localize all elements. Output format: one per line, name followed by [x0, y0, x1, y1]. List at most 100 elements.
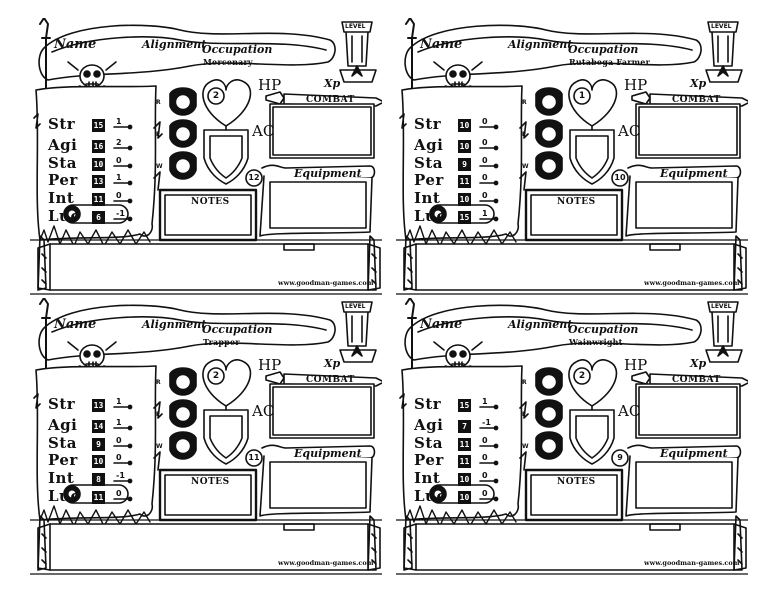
stat-label: Int	[414, 469, 441, 487]
stat-modifier: 1	[482, 209, 488, 218]
notes-label: NOTES	[191, 477, 230, 487]
save-label: R	[522, 99, 527, 106]
stat-modifier: 0	[482, 453, 488, 462]
stat-score: 16	[92, 140, 105, 153]
save-value: 0	[179, 128, 187, 138]
combat-label: COMBAT	[672, 375, 721, 385]
save-value: 0	[545, 440, 553, 450]
stat-label: Luc	[414, 207, 447, 225]
website-text: www.goodman-games.com	[278, 559, 374, 567]
stat-modifier: 1	[116, 117, 122, 126]
save-value: 0	[545, 408, 553, 418]
save-value: 0	[179, 408, 187, 418]
stat-label: Sta	[48, 434, 77, 452]
hp-value: 1	[578, 91, 586, 101]
stat-modifier: 0	[116, 453, 122, 462]
save-label: W	[156, 163, 163, 170]
stat-label: Agi	[414, 416, 444, 434]
stat-modifier: 0	[482, 489, 488, 498]
stat-label: Agi	[48, 136, 78, 154]
combat-label: COMBAT	[306, 95, 355, 105]
name-label: Name	[54, 37, 97, 52]
stat-modifier: -1	[116, 471, 125, 480]
hp-label: HP	[624, 356, 648, 374]
stat-score: 7	[458, 420, 471, 433]
stat-label: Per	[48, 171, 78, 189]
stat-modifier: 0	[482, 156, 488, 165]
stat-label: Str	[48, 395, 76, 413]
stat-score: 9	[92, 438, 105, 451]
sheet-artwork	[30, 298, 382, 575]
level-label: LEVEL	[711, 303, 732, 310]
stat-modifier: 0	[482, 191, 488, 200]
occupation-value: Rutabega Farmer	[569, 57, 650, 67]
save-value: 2	[179, 96, 187, 106]
website-text: www.goodman-games.com	[278, 279, 374, 287]
stat-label: Sta	[414, 154, 443, 172]
save-label: W	[522, 163, 529, 170]
stat-score: 13	[92, 399, 105, 412]
stat-score: 10	[458, 473, 471, 486]
xp-label: Xp	[324, 357, 341, 370]
stat-label: Agi	[414, 136, 444, 154]
stat-score: 15	[458, 211, 471, 224]
speed-value: 9	[617, 453, 623, 462]
stat-modifier: -1	[116, 209, 125, 218]
hp-value: 2	[578, 371, 586, 381]
stat-label: Sta	[48, 154, 77, 172]
occupation-value: Trapper	[203, 337, 240, 347]
stat-modifier: 0	[482, 471, 488, 480]
stat-score: 13	[92, 175, 105, 188]
occupation-label: Occupation	[202, 43, 273, 56]
stat-modifier: 0	[482, 138, 488, 147]
stat-modifier: 0	[482, 173, 488, 182]
save-label: W	[522, 443, 529, 450]
stat-modifier: 1	[482, 397, 488, 406]
hp-label: HP	[624, 76, 648, 94]
equipment-label: Equipment	[660, 447, 728, 460]
equipment-label: Equipment	[294, 167, 362, 180]
save-label: F	[522, 411, 527, 418]
alignment-label: Alignment	[142, 38, 207, 51]
stat-modifier: 1	[116, 418, 122, 427]
hp-value: 2	[212, 91, 220, 101]
stat-score: 11	[92, 491, 105, 504]
stat-score: 9	[458, 158, 471, 171]
save-label: R	[156, 99, 161, 106]
speed-value: 10	[614, 173, 626, 182]
occupation-label: Occupation	[568, 43, 639, 56]
speed-value: 11	[248, 453, 260, 462]
stat-modifier: -1	[482, 418, 491, 427]
notes-label: NOTES	[191, 197, 230, 207]
occupation-value: Mercenary	[203, 57, 253, 67]
stat-score: 11	[92, 193, 105, 206]
save-label: R	[522, 379, 527, 386]
stat-label: Per	[414, 171, 444, 189]
stat-score: 10	[458, 193, 471, 206]
stat-label: Per	[414, 451, 444, 469]
save-value: 1	[179, 160, 187, 170]
stat-label: Int	[48, 469, 75, 487]
equipment-label: Equipment	[660, 167, 728, 180]
save-value: 1	[545, 376, 553, 386]
save-label: F	[156, 131, 161, 138]
stat-label: Int	[414, 189, 441, 207]
ac-label: AC	[618, 402, 641, 420]
ac-label: AC	[618, 122, 641, 140]
save-value: 0	[545, 128, 553, 138]
alignment-label: Alignment	[142, 318, 207, 331]
equipment-label: Equipment	[294, 447, 362, 460]
notes-label: NOTES	[557, 477, 596, 487]
sheet-artwork	[396, 298, 748, 575]
sheet-artwork	[30, 18, 382, 295]
stat-modifier: 0	[116, 156, 122, 165]
stat-label: Int	[48, 189, 75, 207]
stat-modifier: 2	[116, 138, 122, 147]
save-value: 1	[545, 96, 553, 106]
stat-label: Luc	[48, 487, 81, 505]
stat-label: Str	[48, 115, 76, 133]
alignment-label: Alignment	[508, 38, 573, 51]
